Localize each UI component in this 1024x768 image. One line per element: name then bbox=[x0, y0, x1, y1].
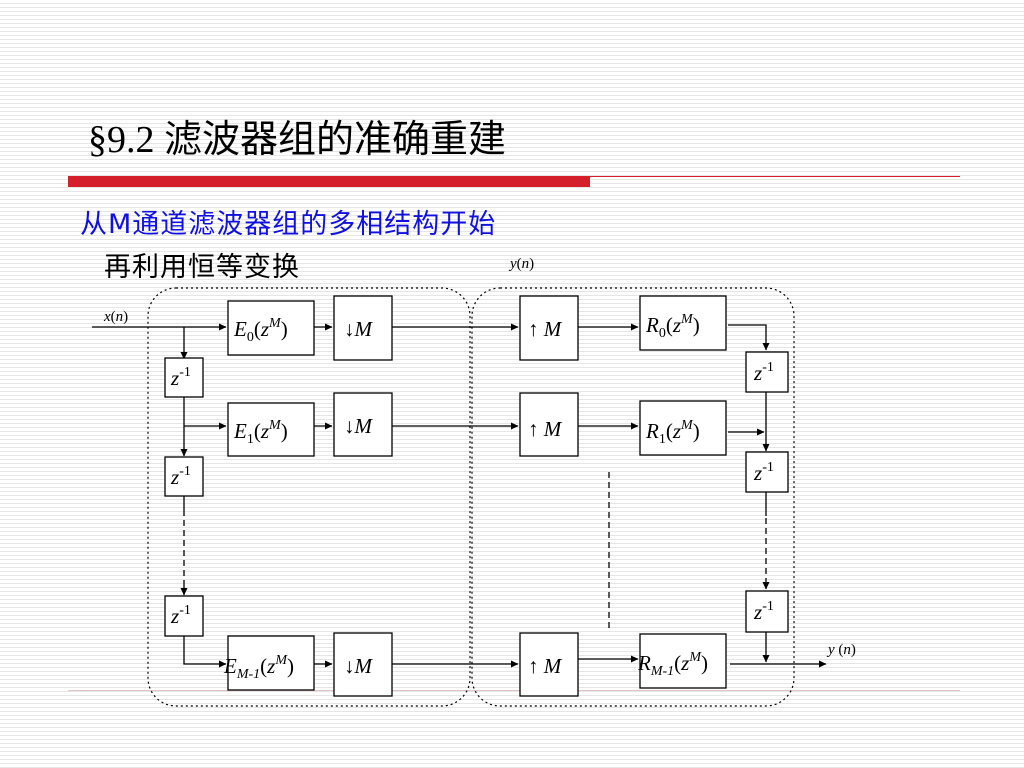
analysis-region bbox=[147, 287, 471, 707]
svg-text:z-1: z-1 bbox=[170, 603, 191, 628]
title-accent-bar bbox=[68, 176, 590, 187]
svg-text:↑ M: ↑ M bbox=[528, 654, 563, 678]
delay-block: z-1 bbox=[164, 357, 204, 398]
delay-block: z-1 bbox=[745, 590, 789, 633]
input-label: x(n) bbox=[103, 309, 128, 325]
svg-text:z-1: z-1 bbox=[170, 365, 191, 390]
synthesis-filter-m-1: RM-1(zM) bbox=[637, 633, 727, 689]
downsampler: ↓M bbox=[333, 295, 393, 361]
svg-text:E1(zM): E1(zM) bbox=[233, 418, 288, 447]
svg-text:z-1: z-1 bbox=[753, 360, 774, 385]
analysis-filter-m-1: EM-1(zM) bbox=[223, 635, 315, 691]
svg-text:EM-1(zM): EM-1(zM) bbox=[223, 653, 294, 682]
svg-text:↓M: ↓M bbox=[344, 317, 374, 341]
svg-text:↓M: ↓M bbox=[344, 414, 374, 438]
upsampler: ↑ M bbox=[519, 392, 579, 457]
delay-block: z-1 bbox=[164, 595, 204, 637]
delay-block: z-1 bbox=[745, 451, 789, 493]
upsampler: ↑ M bbox=[519, 632, 579, 697]
footer-rule bbox=[68, 690, 960, 691]
output-label-top: y(n) bbox=[508, 256, 534, 272]
svg-text:R1(zM): R1(zM) bbox=[645, 418, 700, 447]
downsampler: ↓M bbox=[333, 632, 393, 697]
synthesis-filter-0: R0(zM) bbox=[639, 295, 727, 351]
svg-text:↑ M: ↑ M bbox=[528, 317, 563, 341]
svg-text:z-1: z-1 bbox=[753, 599, 774, 624]
delay-block: z-1 bbox=[745, 351, 789, 393]
slide-title: §9.2 滤波器组的准确重建 bbox=[88, 119, 507, 161]
svg-text:↓M: ↓M bbox=[344, 654, 374, 678]
title-rule bbox=[590, 176, 960, 177]
svg-text:z-1: z-1 bbox=[753, 460, 774, 485]
delay-block: z-1 bbox=[164, 456, 204, 497]
upsampler: ↑ M bbox=[519, 295, 579, 361]
svg-text:↑ M: ↑ M bbox=[528, 417, 563, 441]
subtitle-polyphase: 从M通道滤波器组的多相结构开始 bbox=[80, 209, 497, 240]
svg-text:z-1: z-1 bbox=[170, 464, 191, 489]
svg-text:R0(zM): R0(zM) bbox=[645, 312, 700, 341]
analysis-filter-0: E0(zM) bbox=[227, 300, 315, 356]
downsampler: ↓M bbox=[333, 392, 393, 457]
svg-text:RM-1(zM): RM-1(zM) bbox=[637, 650, 708, 679]
analysis-filter-1: E1(zM) bbox=[227, 402, 315, 457]
synthesis-filter-1: R1(zM) bbox=[639, 400, 727, 456]
synthesis-region bbox=[471, 287, 795, 707]
subtitle-identity: 再利用恒等变换 bbox=[104, 252, 300, 283]
output-label: y (n) bbox=[826, 642, 856, 658]
svg-text:E0(zM): E0(zM) bbox=[233, 316, 288, 345]
